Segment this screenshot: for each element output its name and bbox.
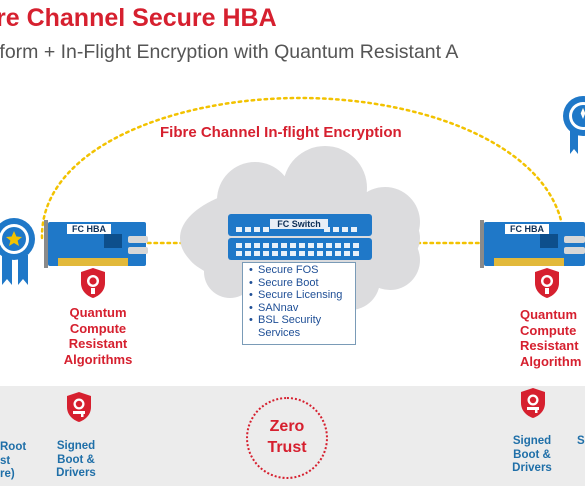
text-line: Resistant [68,336,128,351]
shield-cert-icon [535,268,559,298]
feature-item: BSL Security Services [249,314,355,339]
text-line: Algorithm [520,353,582,369]
text-line: Compute [520,322,577,338]
left-algorithms-text: Quantum Compute Resistant Algorithms [58,305,138,367]
zero-trust-badge: Zero Trust [246,397,328,479]
text-line: Quantum [69,305,127,320]
right-algorithms-text: Quantum Compute Resistant Algorithm [520,307,581,369]
right-edge-text: S [577,435,585,447]
feature-item: Secure Boot [249,277,355,290]
text-line: Drivers [512,462,552,474]
left-signed-boot-text: Signed Boot & Drivers [40,440,112,481]
text-line: Boot & [57,453,95,466]
right-signed-boot-text: Signed Boot & Drivers [496,435,568,476]
feature-item: SANnav [249,302,355,315]
root-trust-text: Root st re) [0,441,26,482]
text-line: Zero [269,418,305,435]
shield-key-icon [521,388,545,418]
left-hba-label: FC HBA [67,224,111,234]
text-line: Compute [69,320,127,336]
text-line: Signed [56,440,96,452]
switch-features-box: Secure FOS Secure Boot Secure Licensing … [242,262,356,345]
switch-label: FC Switch [270,219,328,229]
ribbon-award-icon [563,96,585,154]
shield-key-icon [67,392,91,422]
text-line: Boot & [513,448,551,461]
text-line: re) [0,468,15,480]
shield-cert-icon [81,268,105,298]
page-title: re Channel Secure HBA [0,4,277,32]
text-line: Algorithms [63,351,133,367]
text-line: Signed [512,435,552,447]
text-line: Resistant [520,338,579,353]
text-line: Quantum [520,307,578,322]
text-line: st [0,454,11,467]
feature-item: Secure Licensing [249,289,355,302]
text-line: Trust [267,439,307,456]
page-subtitle: tform + In-Flight Encryption with Quantu… [0,41,459,63]
text-line: Drivers [56,467,96,479]
text-line: Root [0,441,27,453]
ribbon-award-icon [0,218,35,285]
arc-label: Fibre Channel In-flight Encryption [160,124,402,141]
right-hba-label: FC HBA [505,224,549,234]
feature-item: Secure FOS [249,264,355,277]
